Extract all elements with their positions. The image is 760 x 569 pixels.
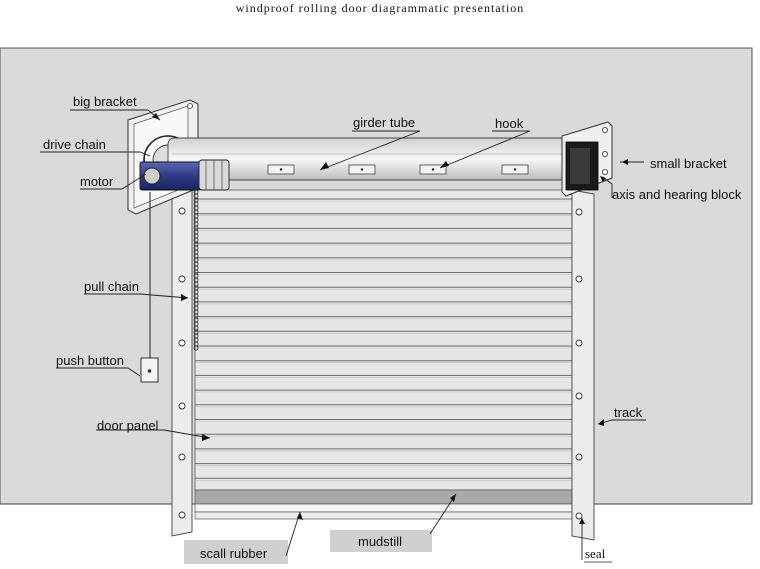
track-bolts — [178, 207, 583, 520]
pull-chain — [193, 189, 199, 351]
hook-rivet — [360, 168, 364, 171]
hook-rivet — [279, 168, 283, 171]
arrow-head — [598, 419, 604, 426]
arrow-head — [440, 161, 449, 168]
track-bolt — [575, 339, 583, 347]
label-motor: motor — [80, 174, 114, 189]
track-bolt — [178, 339, 186, 347]
small-bracket-bolt — [602, 127, 609, 134]
track-bolt — [575, 392, 583, 400]
arrow-head — [202, 434, 210, 441]
left-track — [171, 185, 193, 537]
big-bracket-bolt — [187, 103, 193, 109]
label-axis-and-hearing-block: axis and hearing block — [612, 187, 742, 202]
label-seal: seal — [585, 546, 606, 561]
arrow-head — [320, 162, 329, 170]
small-bracket-bolt — [602, 168, 609, 175]
door-panel — [194, 189, 573, 491]
push-button-knob — [147, 369, 152, 373]
mudstill-strip — [194, 503, 573, 513]
arrow-head — [152, 113, 160, 120]
label-drive-chain: drive chain — [43, 137, 106, 152]
track-bolt — [575, 512, 583, 520]
label-small-bracket: small bracket — [650, 156, 727, 171]
scall-rubber-leader — [285, 511, 301, 557]
label-hook: hook — [495, 116, 524, 131]
arrow-head — [622, 159, 628, 165]
label-scall-rubber: scall rubber — [200, 546, 268, 561]
motor-leader — [80, 173, 147, 190]
arrow-head — [579, 518, 585, 524]
bottom-bar — [194, 489, 573, 505]
mudstill-leader — [429, 493, 457, 535]
track-bolt — [575, 275, 583, 283]
scall-rubber-label-box — [184, 540, 288, 564]
arrow-head — [450, 494, 456, 502]
track-bolt — [178, 402, 186, 410]
axis-block-leader — [603, 177, 613, 198]
arrow-head — [600, 176, 606, 182]
track-bolt — [178, 453, 186, 461]
label-girder-tube: girder tube — [353, 115, 415, 130]
hook-rivet — [431, 168, 435, 171]
scall-rubber-strip — [194, 511, 573, 520]
drive-chain-leader — [40, 151, 151, 157]
diagram-title: windproof rolling door diagrammatic pres… — [235, 1, 525, 15]
track-bolt — [575, 208, 583, 216]
hook-rivet — [513, 168, 517, 171]
small-bracket-bolt — [602, 150, 609, 157]
motor-gear — [143, 167, 161, 185]
push-button-leader — [56, 367, 141, 377]
arrow-head — [181, 294, 188, 301]
door-slats — [195, 198, 572, 481]
label-track: track — [614, 405, 643, 420]
door-panel-leader — [96, 429, 211, 439]
girder-tube-hooks — [267, 164, 529, 175]
label-pull-chain: pull chain — [84, 279, 139, 294]
label-mudstill: mudstill — [358, 534, 402, 549]
axis-and-hearing-block-face — [570, 148, 590, 184]
pull-chain-leader — [84, 293, 189, 299]
hook-leader — [439, 130, 531, 169]
right-track — [571, 189, 595, 541]
label-door-panel: door panel — [97, 418, 159, 433]
track-bolt — [178, 511, 186, 519]
track-bolt — [178, 275, 186, 283]
label-push-button: push button — [56, 353, 124, 368]
chain-link — [193, 345, 199, 351]
girder-tube-leader — [319, 130, 421, 171]
track-bolt — [178, 207, 186, 215]
arrow-head — [297, 512, 303, 520]
label-big-bracket: big bracket — [73, 94, 137, 109]
mudstill-label-box — [330, 530, 432, 552]
track-bolt — [575, 453, 583, 461]
chain-link — [193, 253, 199, 259]
